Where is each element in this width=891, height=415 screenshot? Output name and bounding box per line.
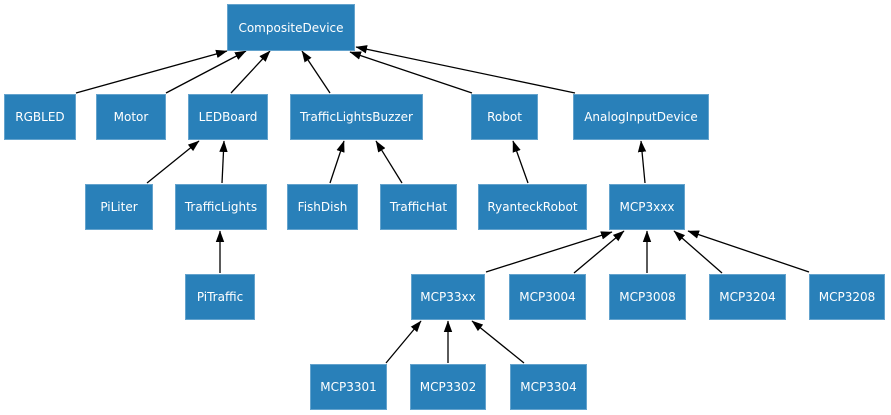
- class-node-fishdish[interactable]: FishDish: [287, 184, 358, 230]
- class-node-analoginputdevice[interactable]: AnalogInputDevice: [573, 94, 709, 140]
- inheritance-edge-fishdish-to-trafficlightsbuzzer: [329, 140, 345, 184]
- inheritance-edge-traffichat-to-trafficlightsbuzzer: [375, 140, 403, 184]
- inheritance-edge-analoginputdevice-to-compositedevice: [355, 45, 576, 94]
- inheritance-edge-mcp3004-to-mcp3xxx: [573, 230, 625, 274]
- class-node-mcp3xxx[interactable]: MCP3xxx: [609, 184, 685, 230]
- class-node-motor[interactable]: Motor: [96, 94, 166, 140]
- inheritance-edge-rgbled-to-compositedevice: [75, 49, 228, 94]
- inheritance-edge-mcp33xx-to-mcp3xxx: [485, 231, 613, 273]
- class-node-traffichat[interactable]: TrafficHat: [380, 184, 457, 230]
- class-node-mcp33xx[interactable]: MCP33xx: [411, 274, 485, 320]
- class-node-piliter[interactable]: PiLiter: [85, 184, 153, 230]
- inheritance-edge-motor-to-compositedevice: [165, 50, 247, 94]
- inheritance-edge-piliter-to-ledboard: [146, 140, 200, 184]
- class-node-mcp3304[interactable]: MCP3304: [510, 364, 587, 410]
- class-node-robot[interactable]: Robot: [471, 94, 538, 140]
- inheritance-edge-ledboard-to-compositedevice: [230, 50, 271, 94]
- class-node-mcp3301[interactable]: MCP3301: [310, 364, 387, 410]
- inheritance-edge-mcp3204-to-mcp3xxx: [673, 230, 723, 274]
- class-node-compositedevice[interactable]: CompositeDevice: [227, 4, 355, 51]
- class-node-mcp3204[interactable]: MCP3204: [709, 274, 786, 320]
- class-node-pitraffic[interactable]: PiTraffic: [185, 274, 255, 320]
- class-node-trafficlightsbuzzer[interactable]: TrafficLightsBuzzer: [290, 94, 423, 140]
- class-node-mcp3008[interactable]: MCP3008: [609, 274, 686, 320]
- inheritance-edge-trafficlights-to-ledboard: [219, 140, 228, 184]
- class-node-mcp3208[interactable]: MCP3208: [809, 274, 885, 320]
- inheritance-edge-mcp3208-to-mcp3xxx: [687, 230, 810, 273]
- class-node-rgbled[interactable]: RGBLED: [4, 94, 76, 140]
- class-node-mcp3302[interactable]: MCP3302: [410, 364, 486, 410]
- inheritance-edge-robot-to-compositedevice: [349, 51, 473, 94]
- class-node-ryanteckrobot[interactable]: RyanteckRobot: [478, 184, 587, 230]
- inheritance-edge-mcp3xxx-to-analoginputdevice: [637, 140, 647, 184]
- class-node-ledboard[interactable]: LEDBoard: [188, 94, 268, 140]
- inheritance-edge-ryanteckrobot-to-robot: [512, 140, 529, 184]
- inheritance-edge-mcp3304-to-mcp33xx: [471, 320, 525, 364]
- edge-group: [75, 45, 810, 364]
- inheritance-edge-mcp3301-to-mcp33xx: [385, 320, 422, 364]
- class-node-mcp3004[interactable]: MCP3004: [509, 274, 586, 320]
- class-node-trafficlights[interactable]: TrafficLights: [175, 184, 267, 230]
- inheritance-edge-trafficlightsbuzzer-to-compositedevice: [301, 50, 331, 94]
